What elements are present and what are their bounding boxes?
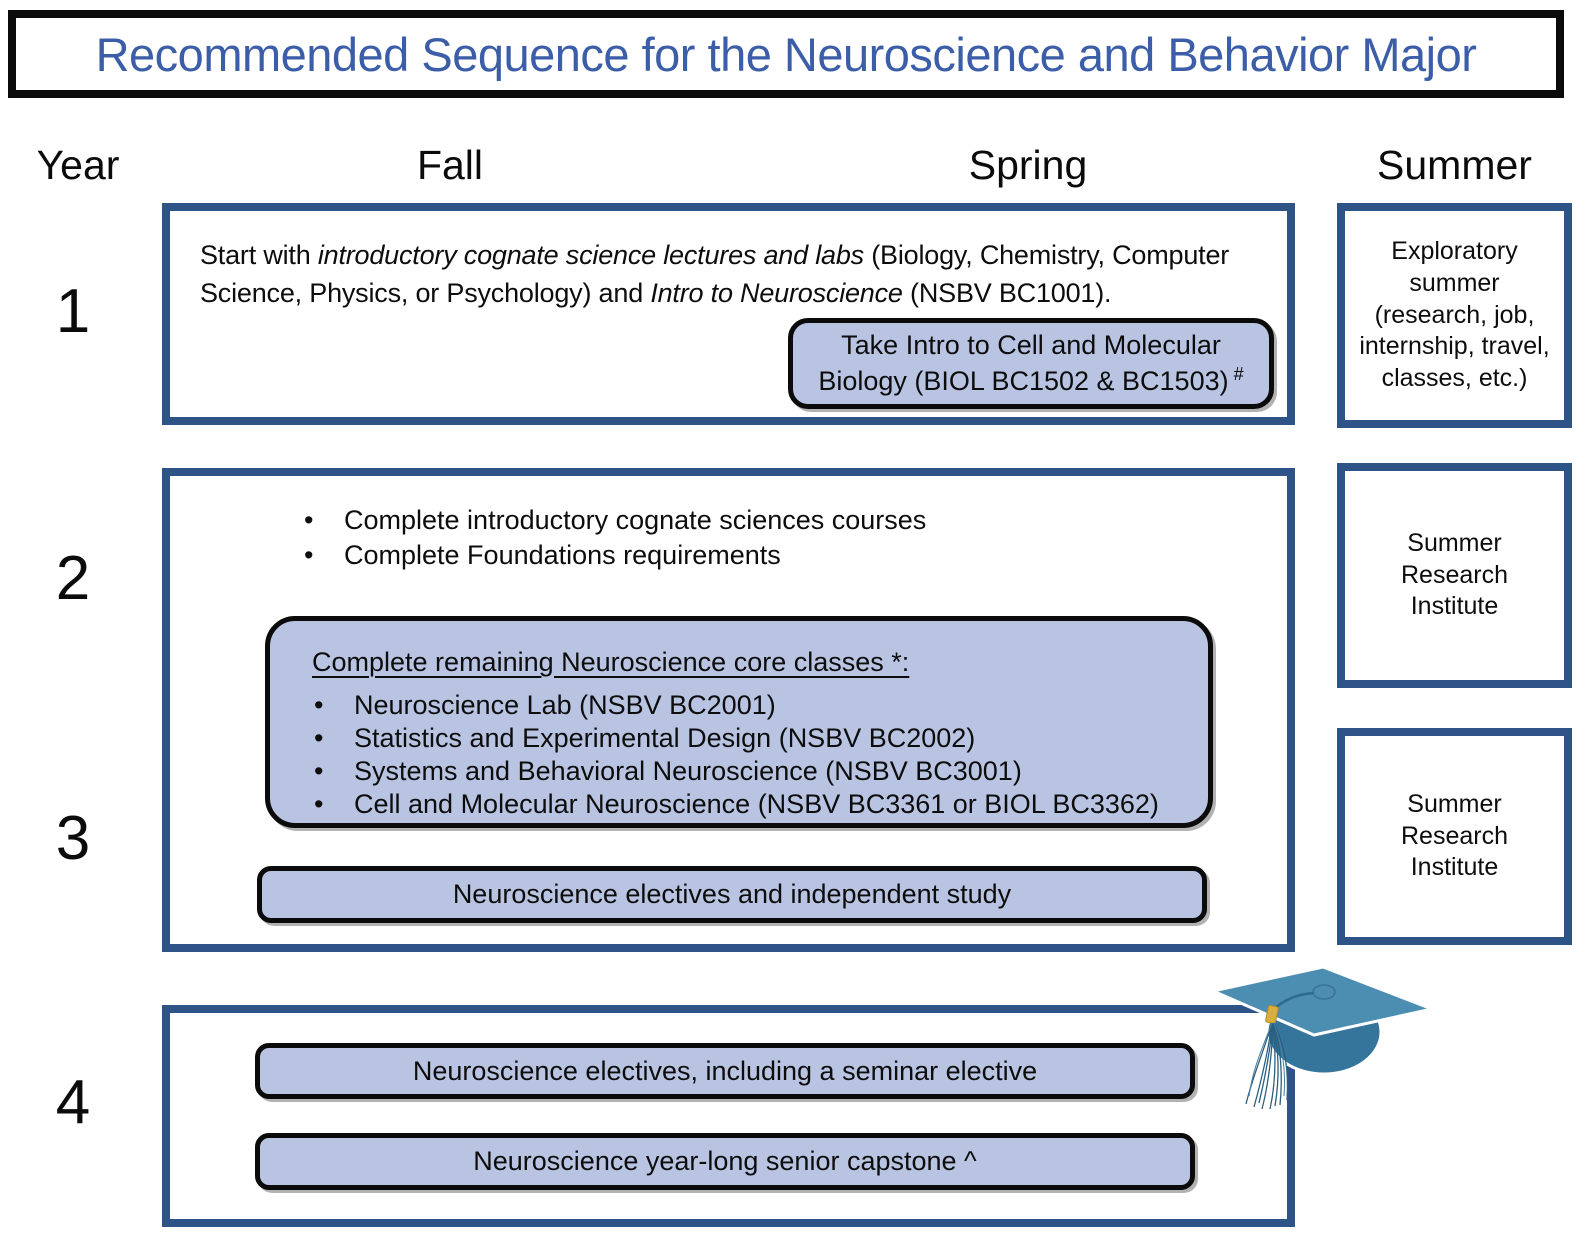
year-number-1: 1	[55, 277, 91, 346]
list-item: • Systems and Behavioral Neuroscience (NS…	[312, 755, 1188, 788]
bullet-icon: •	[314, 723, 324, 753]
summer1-text: Exploratory summer (research, job, inter…	[1359, 237, 1550, 393]
list-item: • Statistics and Experimental Design (NSB…	[312, 722, 1188, 755]
summer3-text: Summer Research Institute	[1401, 789, 1508, 882]
summer1-box: Exploratory summer (research, job, inter…	[1337, 203, 1572, 428]
bullet-text: Cell and Molecular Neuroscience (NSBV BC…	[354, 789, 1159, 819]
year1-box	[162, 203, 1295, 425]
column-header-spring: Spring	[968, 142, 1088, 188]
column-header-fall: Fall	[416, 142, 484, 188]
year-number-4: 4	[55, 1068, 91, 1137]
years2-3-electives-text: Neuroscience electives and independent s…	[452, 879, 1012, 909]
bullet-text: Systems and Behavioral Neuroscience (NSB…	[354, 756, 1022, 786]
bullet-text: Complete introductory cognate sciences c…	[344, 505, 927, 535]
years2-3-bullet-list: • Complete introductory cognate sciences …	[300, 503, 1230, 573]
bullet-icon: •	[314, 690, 324, 720]
year4-electives-text: Neuroscience electives, including a semi…	[412, 1055, 1038, 1086]
years2-3-electives-pill: Neuroscience electives and independent s…	[257, 866, 1207, 923]
core-classes-heading: Complete remaining Neuroscience core cla…	[312, 647, 910, 677]
year4-box	[162, 1005, 1295, 1227]
bullet-icon: •	[314, 756, 324, 786]
bullet-icon: •	[314, 789, 324, 819]
year1-desc-italic-2: Intro to Neuroscience	[650, 278, 903, 309]
year-number-3: 3	[55, 804, 91, 873]
column-header-year: Year	[36, 142, 120, 188]
summer3-box: Summer Research Institute	[1337, 728, 1572, 945]
list-item: • Complete Foundations requirements	[300, 538, 1230, 573]
graduation-cap-icon	[1208, 965, 1436, 1110]
column-header-summer: Summer	[1377, 142, 1532, 188]
year1-description: Start with introductory cognate science …	[200, 236, 1280, 313]
list-item: • Cell and Molecular Neuroscience (NSBV B…	[312, 788, 1188, 821]
year1-desc-italic-1: introductory cognate science lectures an…	[317, 240, 864, 270]
year1-desc-mid: (Biology, Chemistry, Computer Science, P…	[200, 240, 1230, 309]
list-item: • Complete introductory cognate sciences …	[300, 503, 1230, 538]
summer2-text: Summer Research Institute	[1401, 528, 1508, 621]
core-classes-list: • Neuroscience Lab (NSBV BC2001) • Statist…	[312, 689, 1188, 821]
year4-capstone-text: Neuroscience year-long senior capstone ^	[473, 1146, 977, 1176]
year1-spring-course-text: Take Intro to Cell and Molecular Biology…	[818, 329, 1244, 396]
year-number-2: 2	[55, 544, 91, 613]
hash-footnote-mark: #	[1233, 364, 1244, 384]
list-item: • Neuroscience Lab (NSBV BC2001)	[312, 689, 1188, 722]
page-title: Recommended Sequence for the Neuroscienc…	[95, 27, 1477, 81]
year1-spring-course-pill: Take Intro to Cell and Molecular Biology…	[788, 318, 1274, 409]
core-classes-pill: Complete remaining Neuroscience core cla…	[265, 616, 1213, 828]
year1-desc-post: (NSBV BC1001).	[902, 278, 1112, 309]
bullet-icon: •	[304, 540, 314, 570]
bullet-text: Complete Foundations requirements	[344, 540, 781, 570]
summer2-box: Summer Research Institute	[1337, 463, 1572, 688]
year1-desc-text: Start with	[200, 240, 318, 270]
year4-electives-pill: Neuroscience electives, including a semi…	[255, 1043, 1195, 1099]
bullet-icon: •	[304, 505, 314, 535]
year4-capstone-pill: Neuroscience year-long senior capstone ^	[255, 1133, 1195, 1190]
bullet-text: Neuroscience Lab (NSBV BC2001)	[354, 690, 776, 720]
bullet-text: Statistics and Experimental Design (NSBV…	[354, 723, 976, 753]
title-bar: Recommended Sequence for the Neuroscienc…	[8, 10, 1564, 98]
